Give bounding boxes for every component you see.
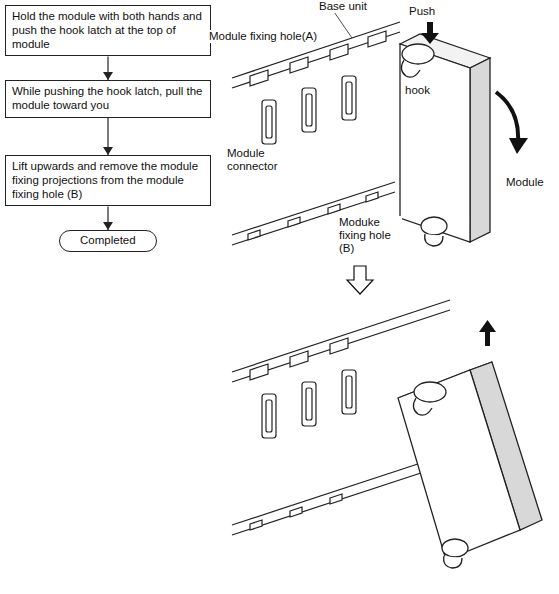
part-name: hook [404, 84, 431, 97]
part-name: Moduke fixing hole (B) [338, 216, 402, 256]
tilt-arrow [496, 92, 528, 154]
next-step-arrow [347, 266, 373, 294]
lift-arrow [479, 320, 496, 346]
flow-arrow [103, 56, 113, 80]
flow-arrow [103, 118, 113, 155]
part-name: Module [505, 176, 545, 189]
process-box: Lift upwards and remove the module fixin… [5, 155, 211, 206]
module-top [400, 34, 490, 246]
push-arrow [421, 22, 439, 44]
module-bottom [398, 362, 542, 568]
process-box: While pushing the hook latch, pull the m… [5, 80, 211, 118]
flow-arrow [103, 206, 113, 230]
box-text: Hold the module with both hands and push… [12, 10, 204, 51]
part-name: Module fixing hole(A) [208, 30, 318, 43]
box-text: While pushing the hook latch, pull the m… [12, 85, 204, 113]
box-text: Completed [80, 234, 136, 248]
box-text: Lift upwards and remove the module fixin… [12, 160, 204, 201]
process-box: Hold the module with both hands and push… [5, 5, 211, 56]
part-name: Module connector [226, 147, 304, 173]
part-name: Base unit [318, 0, 368, 13]
action-label: Push [408, 5, 436, 18]
terminal-pill: Completed [59, 230, 157, 252]
